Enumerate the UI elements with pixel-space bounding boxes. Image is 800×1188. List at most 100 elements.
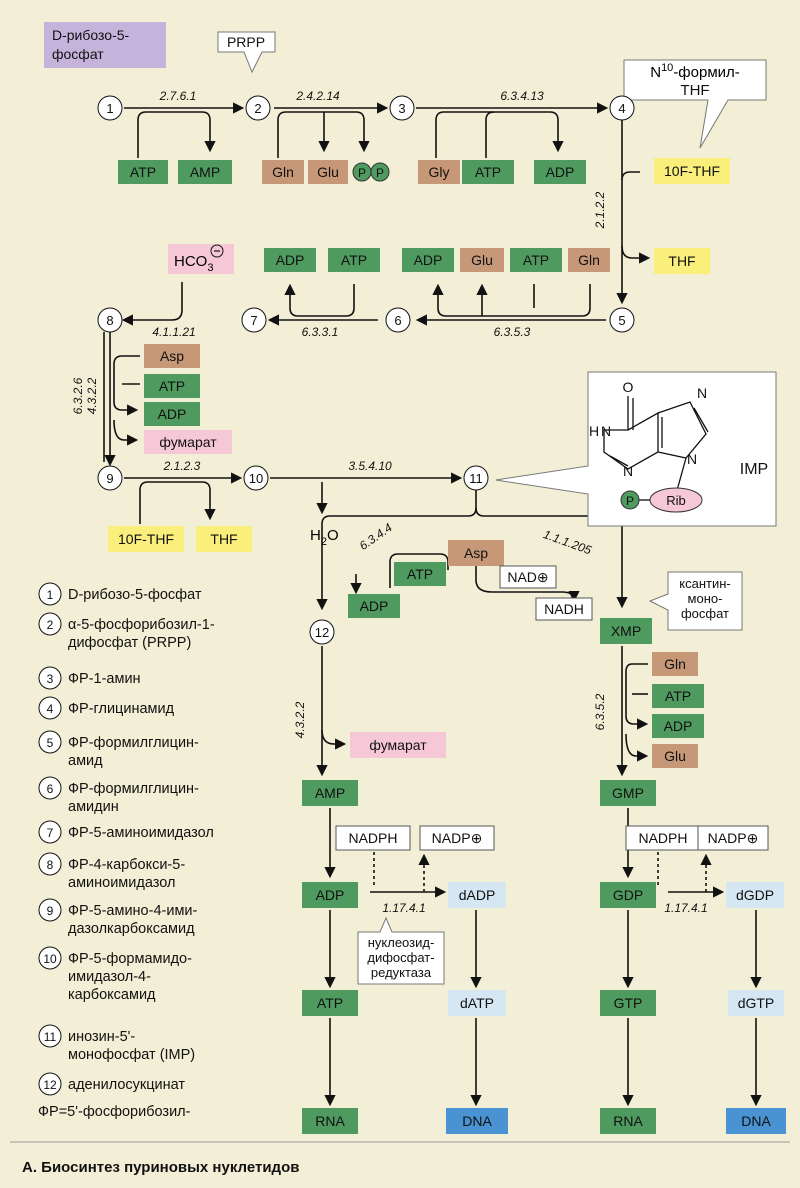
imp-ring-1 [657, 401, 707, 459]
box-atp-2-label: ATP [475, 164, 501, 180]
hco3-minus-circle [210, 244, 224, 258]
box-nadph-1 [335, 825, 411, 851]
node-6-label: 6 [394, 313, 401, 328]
box-amp-1 [178, 160, 232, 184]
node-5-label: 5 [618, 313, 625, 328]
box-atp-4-label: ATP [523, 252, 549, 268]
box-dgtp [728, 990, 784, 1016]
node-7 [241, 307, 267, 333]
asp-adp-arrow [113, 355, 140, 416]
legend-num-circle-1 [38, 582, 62, 606]
legend-num-3: 3 [47, 672, 54, 686]
legend-text-8: ФР-4-карбокси-5-аминоимидазол [68, 857, 185, 891]
box-atp-7 [302, 990, 358, 1016]
box-nadh [535, 597, 593, 621]
node-12-label: 12 [315, 625, 329, 640]
box-gln-1-label: Gln [272, 164, 294, 180]
box-adp-5 [348, 594, 400, 618]
fthf-thf-arrow [139, 481, 216, 524]
box-dna-1-label: DNA [462, 1113, 492, 1129]
box-adp-1-label: ADP [546, 164, 575, 180]
branch-left [316, 490, 477, 611]
glu-arrow-2 [625, 733, 649, 762]
imp-n1: N [601, 423, 611, 439]
box-dgdp-label: dGDP [736, 887, 774, 903]
box-amp-2 [302, 780, 358, 806]
node-2-label: 2 [254, 101, 261, 116]
box-adp-6-label: ADP [316, 887, 345, 903]
enzyme-1-17-4-1-b: 1.17.4.1 [664, 901, 707, 915]
box-adp-2-label: ADP [276, 252, 305, 268]
box-atp-3-label: ATP [341, 252, 367, 268]
enzyme-2-4-2-14: 2.4.2.14 [295, 89, 340, 103]
box-gln-1 [262, 160, 304, 184]
node-2 [245, 95, 271, 121]
node-9 [97, 465, 123, 491]
box-asp-1 [144, 344, 200, 368]
box-atp-6 [394, 562, 446, 586]
box-atp-1-label: ATP [130, 164, 156, 180]
legend-num-circle-9 [38, 898, 62, 922]
imp-rib-label: Rib [666, 493, 686, 508]
enzyme-3-5-4-10: 3.5.4.10 [348, 459, 392, 473]
imp-double-3 [693, 407, 709, 433]
box-xmp [600, 618, 652, 644]
box-atp-5-label: ATP [159, 378, 185, 394]
legend-num-8: 8 [47, 858, 54, 872]
box-nadph-2 [625, 825, 701, 851]
legend-text-1: D-рибозо-5-фосфат [68, 587, 202, 603]
box-atp-8 [652, 684, 704, 708]
box-nadp-1 [419, 825, 495, 851]
box-glu-3 [652, 744, 698, 768]
legend-num-circle-7 [38, 820, 62, 844]
legend-num-6: 6 [47, 782, 54, 796]
box-thf-1-label: THF [668, 253, 695, 269]
h2o-label: H2O [310, 527, 339, 548]
imp-o: O [623, 379, 634, 395]
box-10f-thf-2-label: 10F-THF [118, 531, 174, 547]
fumarate-arrow-1 [113, 419, 139, 446]
legend-text-2: α-5-фосфорибозил-1-дифосфат (PRPP) [68, 617, 215, 651]
legend-num-circle-4 [38, 696, 62, 720]
node-3 [389, 95, 415, 121]
box-gly-1-label: Gly [429, 164, 450, 180]
legend-text-5: ФР-формилглицин-амид [68, 735, 199, 769]
node-5 [609, 307, 635, 333]
box-adp-1 [534, 160, 586, 184]
footnote: ФР=5'-фосфорибозил- [38, 1104, 191, 1120]
legend-num-5: 5 [47, 736, 54, 750]
box-gln-3 [652, 652, 698, 676]
box-fumarate-2-label: фумарат [369, 737, 427, 753]
imp-n7: N [697, 385, 707, 401]
box-fumarate-1 [144, 430, 232, 454]
enzyme-6-3-4-13: 6.3.4.13 [500, 89, 544, 103]
box-nadp-2 [697, 825, 769, 851]
legend-text-11: инозин-5'-монофосфат (IMP) [68, 1029, 195, 1063]
box-fumarate-1-label: фумарат [159, 434, 217, 450]
atp-side-line [485, 111, 495, 158]
imp-n9: N [687, 451, 697, 467]
ribose-label: D-рибозо-5-фосфат [52, 27, 130, 62]
node-3-label: 3 [398, 101, 405, 116]
xanthine-label: ксантин-моно-фосфат [679, 576, 730, 621]
atp-amp-arrow [137, 111, 216, 158]
box-gln-2 [568, 248, 610, 272]
nad-nadh-arrow [475, 564, 580, 603]
box-atp-3 [328, 248, 380, 272]
box-nadph-2-label: NADPH [638, 830, 687, 846]
legend-num-circle-5 [38, 730, 62, 754]
node-7-label: 7 [250, 313, 257, 328]
box-rna-1-label: RNA [315, 1113, 345, 1129]
legend-num-4: 4 [47, 702, 54, 716]
ribose-label-box [44, 22, 166, 68]
box-adp-2 [264, 248, 316, 272]
box-atp-6-label: ATP [407, 566, 433, 582]
node-8-label: 8 [106, 313, 113, 328]
box-thf-1 [654, 248, 710, 274]
box-datp-label: dATP [460, 995, 494, 1011]
imp-double-1 [609, 455, 629, 467]
box-gtp-label: GTP [614, 995, 643, 1011]
enzyme-4-3-2-2-b: 4.3.2.2 [293, 701, 307, 738]
prpp-label: PRPP [227, 34, 265, 50]
